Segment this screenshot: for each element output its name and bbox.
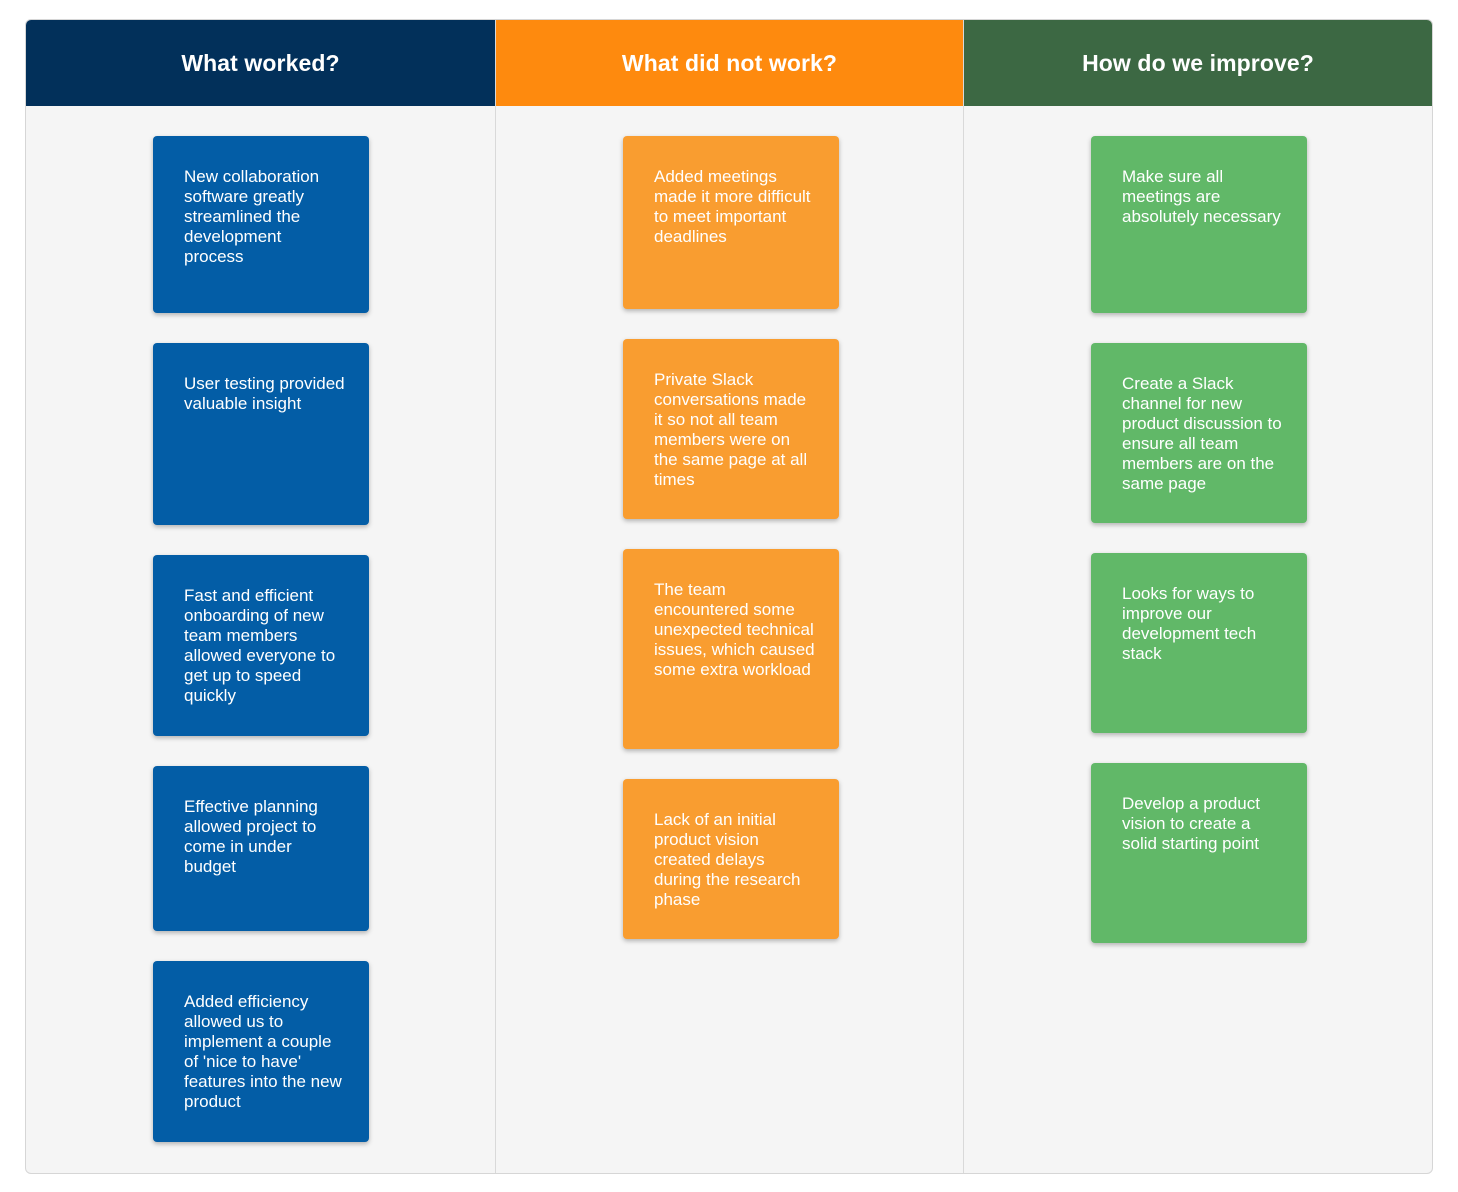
- column-what-worked: What worked? New collaboration software …: [26, 20, 495, 1173]
- card-did-not-work-3[interactable]: The team encountered some unexpected tec…: [623, 549, 839, 749]
- card-worked-4[interactable]: Effective planning allowed project to co…: [153, 766, 369, 931]
- card-worked-2[interactable]: User testing provided valuable insight: [153, 343, 369, 525]
- card-improve-1[interactable]: Make sure all meetings are absolutely ne…: [1091, 136, 1307, 313]
- column-what-did-not-work: What did not work? Added meetings made i…: [495, 20, 963, 1173]
- column-header-how-do-we-improve: How do we improve?: [964, 20, 1432, 106]
- card-improve-3[interactable]: Looks for ways to improve our developmen…: [1091, 553, 1307, 733]
- card-improve-4[interactable]: Develop a product vision to create a sol…: [1091, 763, 1307, 943]
- card-worked-1[interactable]: New collaboration software greatly strea…: [153, 136, 369, 313]
- column-header-what-did-not-work: What did not work?: [496, 20, 963, 106]
- card-improve-2[interactable]: Create a Slack channel for new product d…: [1091, 343, 1307, 523]
- retrospective-board: What worked? New collaboration software …: [25, 19, 1433, 1174]
- column-header-what-worked: What worked?: [26, 20, 495, 106]
- card-worked-3[interactable]: Fast and efficient onboarding of new tea…: [153, 555, 369, 736]
- column-how-do-we-improve: How do we improve? Make sure all meeting…: [963, 20, 1432, 1173]
- card-worked-5[interactable]: Added efficiency allowed us to implement…: [153, 961, 369, 1142]
- card-did-not-work-1[interactable]: Added meetings made it more difficult to…: [623, 136, 839, 309]
- card-did-not-work-4[interactable]: Lack of an initial product vision create…: [623, 779, 839, 939]
- card-did-not-work-2[interactable]: Private Slack conversations made it so n…: [623, 339, 839, 519]
